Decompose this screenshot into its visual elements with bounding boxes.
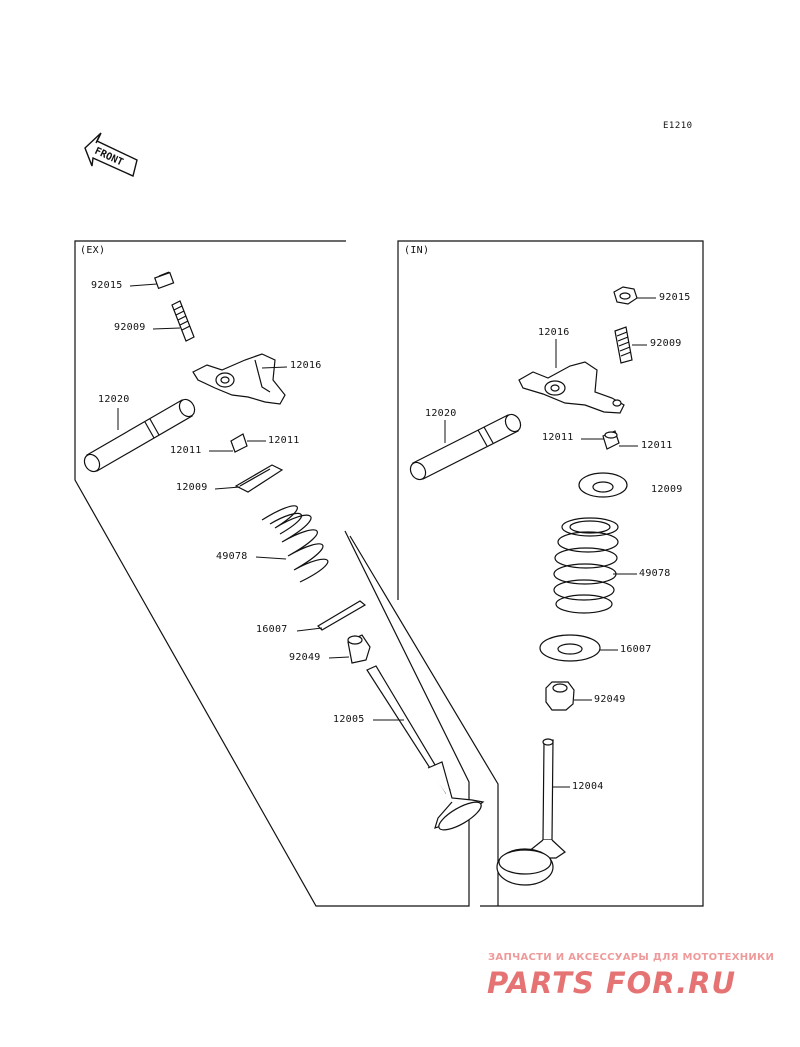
ex-retainer-12009	[234, 464, 284, 493]
part-number-label: 92015	[91, 280, 123, 291]
part-number-label: 92049	[289, 652, 321, 663]
diagram-code: E1210	[663, 121, 693, 131]
in-seal-92049	[545, 681, 575, 711]
leader-ex-92049	[328, 656, 350, 659]
watermark-logo: PARTS FOR.RU	[487, 966, 737, 1000]
in-shaft-12020	[409, 413, 522, 481]
watermark-tagline: ЗАПЧАСТИ И АКСЕССУАРЫ ДЛЯ МОТОТЕХНИКИ	[488, 952, 775, 963]
part-number-label: 12020	[98, 394, 130, 405]
ex-screw-92009	[171, 300, 195, 342]
in-screw-92009	[614, 326, 633, 364]
part-number-label: 12016	[538, 327, 570, 338]
ex-spring-49078	[261, 505, 329, 583]
part-number-label: 12020	[425, 408, 457, 419]
part-number-label: 12016	[290, 360, 322, 371]
part-number-label: 49078	[639, 568, 671, 579]
part-number-label: 12004	[572, 781, 604, 792]
part-number-label: 16007	[256, 624, 288, 635]
part-number-label: 12011	[641, 440, 673, 451]
ex-valve-12005	[366, 665, 485, 831]
in-valve-12004	[496, 738, 566, 886]
part-number-label: 92049	[594, 694, 626, 705]
in-panel-label: (IN)	[404, 245, 430, 256]
leader-ex-92009	[152, 327, 181, 330]
ex-panel-label: (EX)	[80, 245, 106, 256]
ex-collet-12011	[230, 433, 248, 453]
ex-seat-16007	[317, 600, 367, 631]
part-number-label: 12009	[651, 484, 683, 495]
front-arrow-icon	[84, 132, 138, 177]
part-number-label: 49078	[216, 551, 248, 562]
ex-panel-border	[74, 240, 470, 907]
part-number-label: 12005	[333, 714, 365, 725]
leader-ex-12016	[261, 366, 288, 369]
leader-ex-16007	[296, 627, 323, 632]
ex-shaft-12020	[83, 398, 196, 473]
part-number-label: 16007	[620, 644, 652, 655]
in-rocker-arm-12016	[518, 361, 625, 414]
part-number-label: 12011	[268, 435, 300, 446]
in-nut-92015	[613, 286, 638, 305]
in-seat-16007	[539, 634, 601, 662]
part-number-label: 92009	[114, 322, 146, 333]
part-number-label: 12011	[542, 432, 574, 443]
in-spring-49078	[553, 517, 619, 614]
part-number-label: 12011	[170, 445, 202, 456]
ex-nut-92015	[154, 271, 175, 290]
leader-ex-12009	[214, 486, 241, 490]
part-number-label: 92009	[650, 338, 682, 349]
in-collet-12011	[602, 430, 620, 450]
part-number-label: 92015	[659, 292, 691, 303]
ex-seal-92049	[347, 634, 371, 664]
ex-rocker-arm-12016	[192, 353, 286, 405]
part-number-label: 12009	[176, 482, 208, 493]
in-retainer-12009	[578, 472, 628, 498]
leader-ex-49078	[255, 556, 287, 560]
in-panel-border	[397, 240, 704, 907]
leader-ex-92015	[129, 283, 158, 287]
panel-divider	[349, 535, 499, 906]
